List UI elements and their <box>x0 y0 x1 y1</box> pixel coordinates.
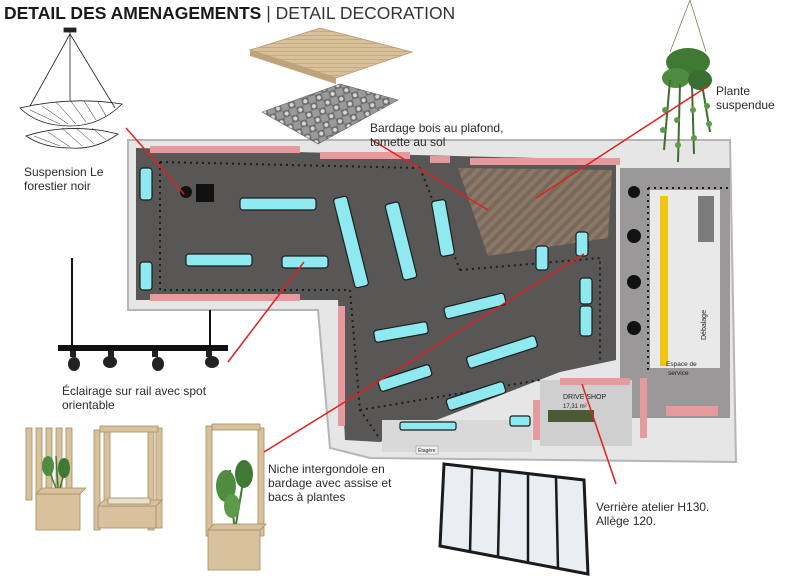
plan-paths <box>159 161 730 437</box>
title-sub: DETAIL DECORATION <box>275 3 456 23</box>
espace-label-1: Espace de <box>666 361 697 368</box>
track-light-image <box>58 258 228 371</box>
title-separator: | <box>266 3 271 23</box>
yellow-shelf <box>660 196 668 366</box>
hanging-plant-image <box>660 0 712 163</box>
etagere-label: Étagère <box>418 447 436 454</box>
caption-bardage: Bardage bois au plafond, tomette au sol <box>370 121 504 149</box>
pink-walls <box>150 146 718 440</box>
espace-label-2: service <box>668 370 689 377</box>
page-title: DETAIL DES AMENAGEMENTS | DETAIL DECORAT… <box>4 3 455 24</box>
parquet-area <box>458 168 612 256</box>
debalage-label: Débalage <box>701 310 708 340</box>
niche-furniture-images <box>25 423 267 571</box>
gondolas <box>139 167 593 431</box>
drive-area: 17,31 m² <box>563 404 587 410</box>
plan-tables <box>180 184 641 335</box>
verriere-image <box>438 462 590 576</box>
leader-lines <box>125 85 709 485</box>
caption-plante: Plante suspendue <box>716 84 775 112</box>
title-main: DETAIL DES AMENAGEMENTS <box>4 3 262 23</box>
drive-label: DRIVE SHOP <box>563 394 607 401</box>
bardage-samples <box>248 27 414 145</box>
caption-eclairage: Éclairage sur rail avec spot orientable <box>62 384 207 412</box>
caption-niche: Niche intergondole en bardage avec assis… <box>268 462 392 504</box>
suspension-lamp-image <box>19 27 123 149</box>
caption-verriere: Verrière atelier H130. Allège 120. <box>596 500 710 528</box>
caption-suspension: Suspension Le forestier noir <box>24 165 104 193</box>
floor-plan: DRIVE SHOP 17,31 m² Débalage Espace de s… <box>127 139 738 464</box>
